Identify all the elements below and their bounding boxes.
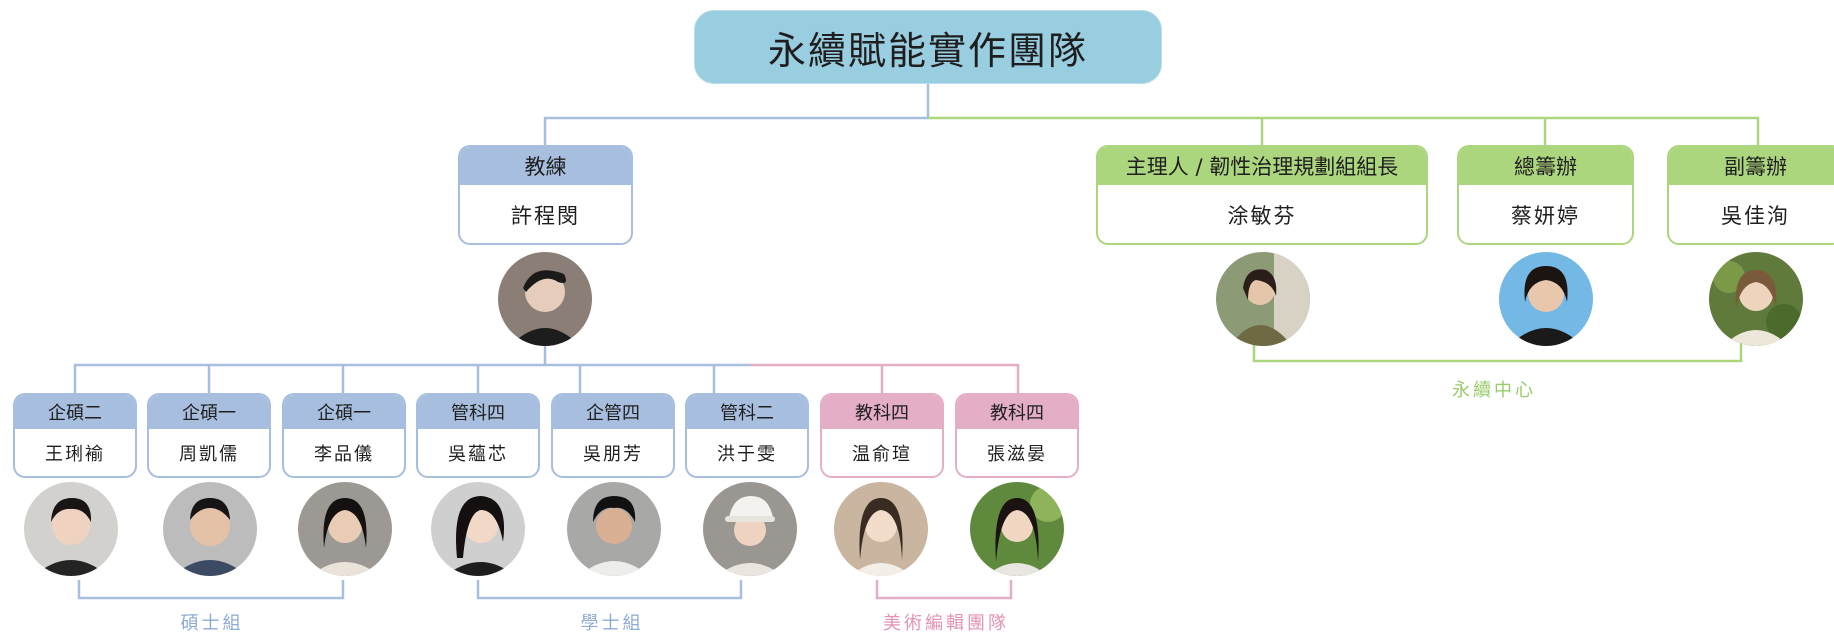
leader-card-3: 副籌辦 吳佳洵 [1667, 145, 1834, 245]
member-card-3: 企碩一 李品儀 [282, 393, 406, 478]
member-role-3: 企碩一 [284, 395, 404, 429]
member-card-7: 教科四 温俞瑄 [820, 393, 944, 478]
leader-name-3: 吳佳洵 [1721, 204, 1790, 228]
leader-avatar-2 [1499, 252, 1593, 346]
member-role-6: 管科二 [687, 395, 807, 429]
coach-name: 許程閔 [511, 204, 580, 228]
group-label-center: 永續中心 [1452, 380, 1536, 401]
leader-role-1: 主理人 / 韌性治理規劃組組長 [1098, 147, 1426, 185]
member-avatar-1 [24, 482, 118, 576]
leader-role-2: 總籌辦 [1459, 147, 1632, 185]
member-avatar-4 [431, 482, 525, 576]
group-label-master: 碩士組 [180, 613, 244, 634]
member-avatar-3 [298, 482, 392, 576]
member-name-8: 張滋晏 [987, 444, 1047, 465]
member-role-4: 管科四 [418, 395, 538, 429]
member-role-1: 企碩二 [15, 395, 135, 429]
member-name-2: 周凱儒 [179, 444, 239, 465]
member-card-2: 企碩一 周凱儒 [147, 393, 271, 478]
member-role-2: 企碩一 [149, 395, 269, 429]
member-card-5: 企管四 吳朋芳 [551, 393, 675, 478]
member-name-1: 王琍褕 [45, 444, 105, 465]
leader-name-1: 涂敏芬 [1227, 204, 1297, 228]
member-card-8: 教科四 張滋晏 [955, 393, 1079, 478]
leader-avatar-1 [1216, 252, 1310, 346]
leader-name-2: 蔡妍婷 [1511, 204, 1580, 228]
leader-avatar-3 [1709, 252, 1803, 346]
member-card-1: 企碩二 王琍褕 [13, 393, 137, 478]
group-label-art: 美術編輯團隊 [883, 613, 1009, 634]
member-name-3: 李品儀 [314, 444, 374, 465]
member-role-5: 企管四 [553, 395, 673, 429]
member-avatar-5 [567, 482, 661, 576]
team-title: 永續賦能實作團隊 [694, 10, 1162, 84]
member-avatar-2 [163, 482, 257, 576]
member-role-8: 教科四 [957, 395, 1077, 429]
coach-avatar [498, 252, 592, 346]
member-card-6: 管科二 洪于雯 [685, 393, 809, 478]
member-avatar-7 [834, 482, 928, 576]
member-role-7: 教科四 [822, 395, 942, 429]
leader-card-2: 總籌辦 蔡妍婷 [1457, 145, 1634, 245]
leader-card-1: 主理人 / 韌性治理規劃組組長 涂敏芬 [1096, 145, 1428, 245]
leader-role-3: 副籌辦 [1669, 147, 1834, 185]
member-name-6: 洪于雯 [717, 444, 777, 465]
coach-card: 教練 許程閔 [458, 145, 633, 245]
member-name-5: 吳朋芳 [583, 444, 643, 465]
member-name-7: 温俞瑄 [852, 444, 912, 465]
member-avatar-8 [970, 482, 1064, 576]
member-card-4: 管科四 吳蘊芯 [416, 393, 540, 478]
group-label-undergrad: 學士組 [580, 613, 644, 634]
member-name-4: 吳蘊芯 [448, 444, 508, 465]
member-avatar-6 [703, 482, 797, 576]
coach-role: 教練 [460, 147, 631, 185]
